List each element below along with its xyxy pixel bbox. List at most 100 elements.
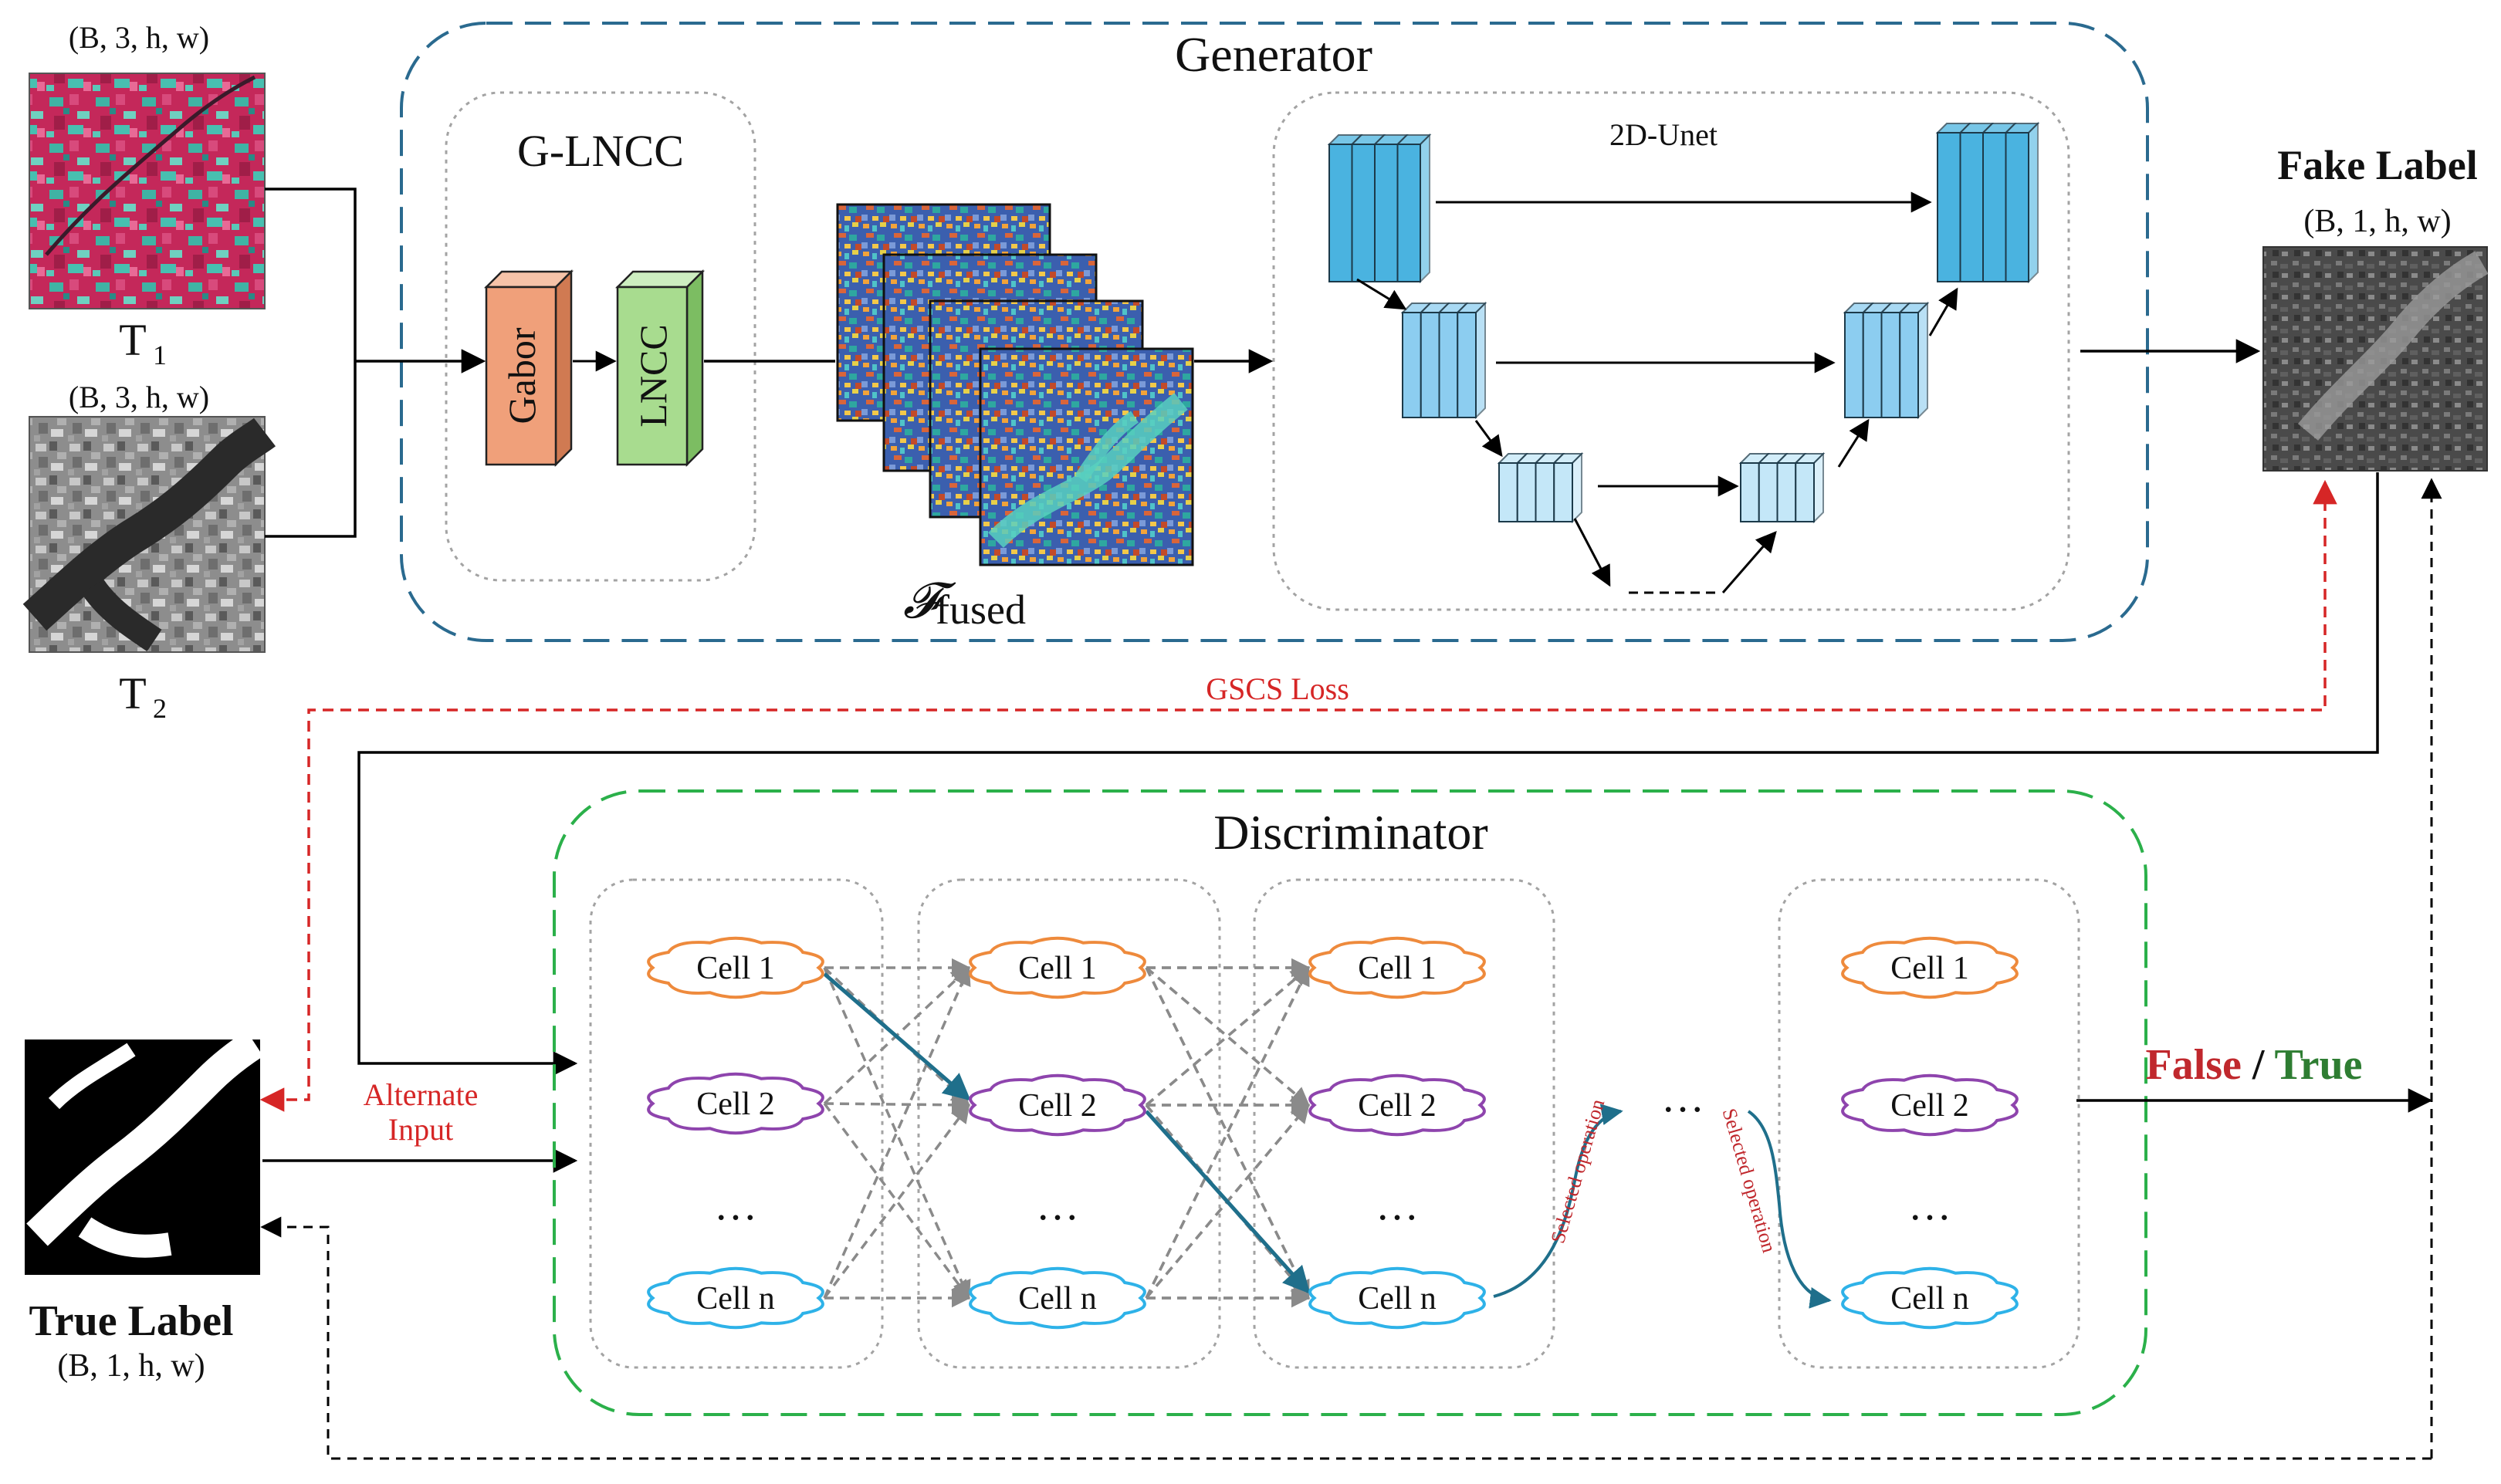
cell-label: Cell n xyxy=(1018,1281,1097,1317)
alternate-line1: Alternate xyxy=(364,1077,479,1112)
cell-c2-r2: Cell 2 xyxy=(969,1073,1146,1137)
t1-image xyxy=(29,73,266,309)
cell-c3-r2: Cell 2 xyxy=(1308,1073,1486,1137)
unet-encoder-2 xyxy=(1400,301,1487,420)
lncc-block: LNCC xyxy=(614,269,706,468)
cloud-shape xyxy=(647,1266,824,1330)
candidate-edge xyxy=(1145,966,1310,1107)
t2-sub: 2 xyxy=(153,693,167,724)
cell-c2-r1: Cell 1 xyxy=(969,936,1146,999)
cell-label: Cell n xyxy=(696,1281,775,1317)
cell-c4-r1: Cell 1 xyxy=(1841,936,2019,999)
cell-label: Cell 1 xyxy=(1358,951,1437,986)
t1-shape: (B, 3, h, w) xyxy=(69,20,209,55)
cell-ellipsis-c3: … xyxy=(1376,1181,1419,1229)
cell-label: Cell 1 xyxy=(1890,951,1969,986)
cell-c3-r1: Cell 1 xyxy=(1308,936,1486,999)
glncc-group xyxy=(445,91,756,582)
selected-operation-1: Selected operation xyxy=(1546,1097,1609,1246)
cloud-shape xyxy=(647,936,824,999)
feedback-to-true-path xyxy=(260,1216,2432,1460)
cell-label: Cell 1 xyxy=(696,951,775,986)
discriminator-frame xyxy=(553,789,2147,1416)
cloud-shape xyxy=(1308,1266,1486,1330)
fake-to-discriminator-path xyxy=(357,472,2379,1076)
selected-operation-2: Selected operation xyxy=(1718,1106,1781,1255)
generator-title: Generator xyxy=(1175,27,1372,82)
between-dots: … xyxy=(1661,1073,1704,1121)
alternate-line2: Input xyxy=(388,1112,453,1147)
t1-sub: 1 xyxy=(153,340,167,370)
candidate-edge xyxy=(823,1102,970,1300)
selected-edge xyxy=(1145,1110,1311,1294)
discriminator-column-1 xyxy=(589,878,884,1369)
output-separator: / xyxy=(2242,1041,2275,1089)
candidate-edge xyxy=(824,1095,971,1115)
fake-label-title: Fake Label xyxy=(2277,142,2478,188)
cell-label: Cell 2 xyxy=(696,1087,775,1122)
discriminator-column-3 xyxy=(1253,878,1555,1369)
t2-label: T xyxy=(119,668,146,718)
true-label-image xyxy=(25,1030,263,1275)
discriminator-column-4 xyxy=(1778,878,2080,1369)
cloud-shape xyxy=(1841,1073,2019,1137)
fake-label-shape: (B, 1, h, w) xyxy=(2303,204,2451,239)
cell-label: Cell 2 xyxy=(1890,1088,1969,1124)
cell-label: Cell 1 xyxy=(1018,951,1097,986)
cloud-shape xyxy=(1308,936,1486,999)
candidate-edge xyxy=(823,1104,970,1300)
t2-image xyxy=(22,416,276,653)
cell-label: Cell 2 xyxy=(1358,1088,1437,1124)
candidate-edge xyxy=(823,965,971,1299)
unet-encoder-3 xyxy=(1497,451,1584,524)
cell-c3-r4: Cell n xyxy=(1308,1266,1486,1330)
cell-c4-r4: Cell n xyxy=(1841,1266,2019,1330)
cloud-shape xyxy=(1841,1266,2019,1330)
selected-operation-paths xyxy=(1493,1104,1832,1309)
cloud-shape xyxy=(1308,1073,1486,1137)
discriminator-cells: Cell 1 Cell 2 … Cell n Cell 1 Cell 2 … Cell n Ce… xyxy=(647,936,2019,1330)
glncc-title: G-LNCC xyxy=(517,126,684,176)
unet-encoder-1 xyxy=(1327,133,1432,284)
gabor-label: Gabor xyxy=(500,327,543,424)
lncc-label: LNCC xyxy=(631,324,675,427)
t2-shape: (B, 3, h, w) xyxy=(69,380,209,414)
true-label-shape: (B, 1, h, w) xyxy=(57,1348,205,1384)
discriminator-edges xyxy=(823,958,1311,1308)
gabor-block: Gabor xyxy=(483,269,574,468)
fused-feature-stack xyxy=(836,203,1194,566)
gscs-loss-label: GSCS Loss xyxy=(1206,671,1349,706)
cell-ellipsis-c2: … xyxy=(1036,1181,1079,1229)
cell-c1-r1: Cell 1 xyxy=(647,936,824,999)
output-false: False xyxy=(2145,1041,2241,1089)
cloud-shape xyxy=(969,936,1146,999)
cell-label: Cell n xyxy=(1358,1281,1437,1317)
fake-label-image xyxy=(2262,246,2489,472)
output-true: True xyxy=(2274,1041,2362,1089)
cell-c2-r4: Cell n xyxy=(969,1266,1146,1330)
fused-subscript: fused xyxy=(936,587,1026,633)
cell-c4-r2: Cell 2 xyxy=(1841,1073,2019,1137)
cloud-shape xyxy=(647,1072,824,1135)
input-connectors xyxy=(265,188,486,538)
candidate-edge xyxy=(1145,966,1310,1107)
candidate-edge xyxy=(823,967,971,1300)
cell-label: Cell n xyxy=(1890,1281,1969,1317)
cell-ellipsis-c1: … xyxy=(714,1181,757,1229)
discriminator-title: Discriminator xyxy=(1213,805,1487,860)
discriminator-columns xyxy=(589,878,2080,1369)
cell-c1-r4: Cell n xyxy=(647,1266,824,1330)
cell-label: Cell 2 xyxy=(1018,1088,1097,1124)
unet-title: 2D-Unet xyxy=(1609,117,1718,152)
true-label-title: True Label xyxy=(29,1297,234,1345)
unet-blocks xyxy=(1327,121,2040,524)
cell-ellipsis-c4: … xyxy=(1908,1181,1951,1229)
gscs-loss-path xyxy=(259,479,2337,1112)
output-label: False / True xyxy=(2145,1041,2362,1089)
cloud-shape xyxy=(969,1073,1146,1137)
cloud-shape xyxy=(1841,936,2019,999)
unet-decoder-2 xyxy=(1843,301,1930,420)
generator-frame xyxy=(400,22,2149,642)
